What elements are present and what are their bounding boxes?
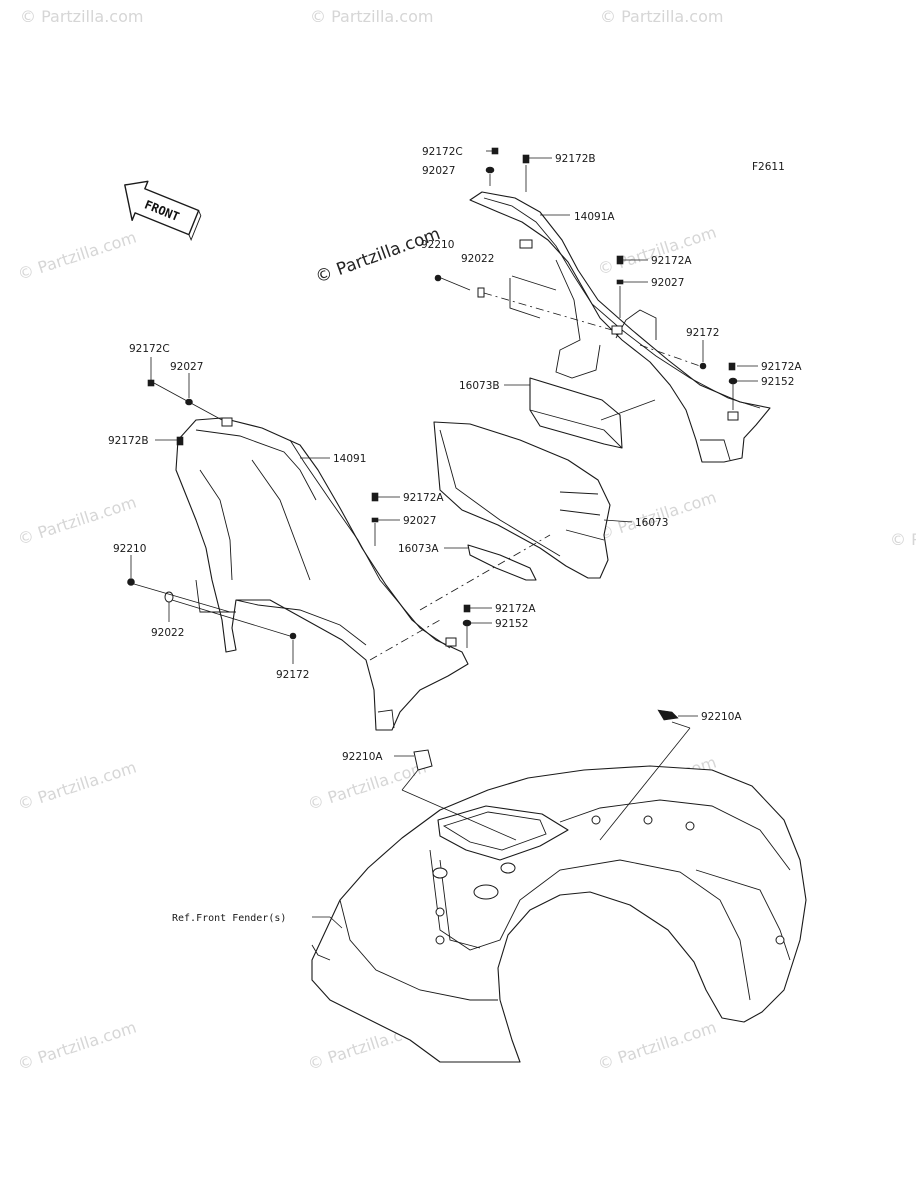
reference-label: Ref.Front Fender(s)	[172, 913, 286, 924]
part-label: 92172	[276, 669, 309, 681]
nut-icon	[728, 377, 738, 385]
washer-icon	[616, 279, 624, 285]
part-label: 92027	[651, 277, 684, 289]
part-label: 92022	[461, 253, 494, 265]
watermark: © Partzilla.com	[890, 530, 916, 549]
bolt-icon	[699, 362, 707, 370]
bolt-icon	[176, 436, 184, 446]
panel-16073	[433, 421, 611, 579]
figure-code: F2611	[752, 161, 785, 173]
part-label: 92027	[422, 165, 455, 177]
watermark: © Partzilla.com	[15, 1018, 138, 1074]
bolt-icon	[491, 147, 499, 155]
part-label: 92210A	[701, 711, 742, 723]
washer-icon	[485, 166, 495, 174]
part-label: 92027	[403, 515, 436, 527]
watermark: © Partzilla.com	[20, 7, 143, 26]
front-direction-arrow: FRONT	[124, 180, 202, 241]
part-label: 92172A	[761, 361, 802, 373]
watermark: © Partzilla.com	[305, 758, 428, 814]
nut-icon	[434, 274, 442, 282]
bolt-icon	[728, 362, 736, 371]
washer-icon	[477, 287, 485, 298]
part-label: 16073A	[398, 543, 439, 555]
washer-icon	[371, 517, 379, 523]
watermark: © Partzilla.com	[595, 223, 718, 279]
part-label: 92172B	[108, 435, 149, 447]
part-label: 16073B	[459, 380, 500, 392]
panel-16073B	[529, 377, 623, 449]
part-label: 92210A	[342, 751, 383, 763]
part-label: 92152	[761, 376, 794, 388]
leader-lines	[130, 150, 758, 929]
part-label: 92172	[686, 327, 719, 339]
side-cover-14091A	[469, 191, 771, 463]
side-cover-14091	[175, 417, 469, 731]
part-label: 92172A	[495, 603, 536, 615]
part-label: 92172A	[403, 492, 444, 504]
part-label: 92172A	[651, 255, 692, 267]
part-label: 92022	[151, 627, 184, 639]
bolt-icon	[522, 154, 530, 164]
part-label: 92210	[113, 543, 146, 555]
clip-icon	[657, 709, 679, 721]
part-label: 16073	[635, 517, 668, 529]
watermark: © Partzilla.com	[310, 7, 433, 26]
watermark: © Partzilla.com	[595, 488, 718, 544]
watermark: © Partzilla.com	[15, 493, 138, 549]
bolt-icon	[616, 255, 624, 265]
part-label: 92210	[421, 239, 454, 251]
part-labels: 92172C 92172B 92027 14091A 92210 92022 9…	[108, 146, 802, 924]
clip-icon	[413, 749, 433, 771]
part-label: 14091A	[574, 211, 615, 223]
watermark-dark: © Partzilla.com	[313, 224, 443, 288]
part-label: 92172B	[555, 153, 596, 165]
watermark: © Partzilla.com	[600, 7, 723, 26]
part-label: 92152	[495, 618, 528, 630]
watermark: © Partzilla.com	[595, 1018, 718, 1074]
bolt-icon	[371, 492, 379, 502]
watermark: © Partzilla.com	[15, 228, 138, 284]
bolt-icon	[463, 604, 471, 613]
nut-icon	[127, 578, 135, 586]
nut-icon	[462, 619, 472, 627]
part-label: 14091	[333, 453, 366, 465]
part-label: 92027	[170, 361, 203, 373]
part-label: 92172C	[422, 146, 463, 158]
front-fender-reference	[311, 765, 807, 1063]
part-label: 92172C	[129, 343, 170, 355]
watermark: © Partzilla.com	[15, 758, 138, 814]
bolt-icon	[289, 632, 297, 640]
bolt-icon	[147, 379, 155, 387]
